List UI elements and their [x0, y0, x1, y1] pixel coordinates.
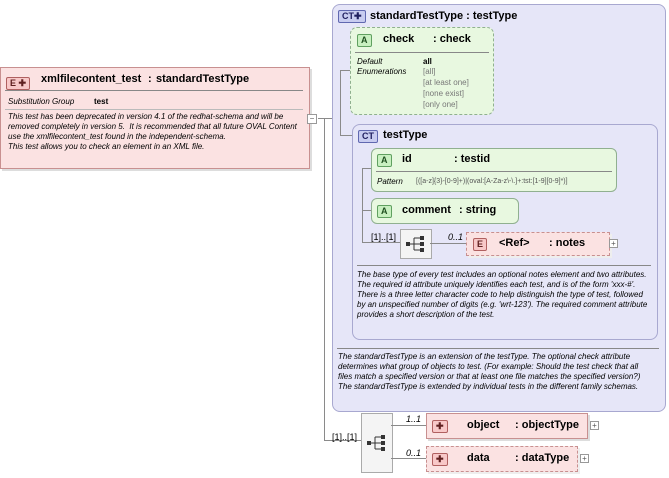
attribute-name: comment	[402, 204, 451, 216]
complex-type-badge-icon: CT	[358, 130, 378, 143]
divider	[376, 171, 612, 172]
expand-icon[interactable]: +	[580, 454, 589, 463]
enum-item: [none exist]	[423, 89, 464, 98]
element-type: : dataType	[515, 452, 570, 464]
element-documentation: This test has been deprecated in version…	[8, 112, 297, 151]
sequence-compositor[interactable]	[400, 229, 432, 259]
expand-icon[interactable]: +	[609, 239, 618, 248]
attribute-badge-icon: A	[357, 34, 372, 47]
sequence-compositor[interactable]	[361, 413, 393, 473]
substitution-value: test	[94, 97, 109, 106]
pattern-value: [([a-z]{3}-[0-9]+)|(oval:[A-Za-z\-\.]+:t…	[416, 178, 568, 185]
attribute-name: id	[402, 153, 412, 165]
element-multiplicity: 0..1	[406, 448, 422, 458]
element-badge-icon: E ✚	[432, 453, 448, 466]
complex-type-badge-icon: CT✚	[338, 10, 366, 23]
element-multiplicity: 0..1	[448, 232, 464, 242]
element-type: : objectType	[515, 419, 579, 431]
connector-main-to-seq-h	[324, 440, 362, 441]
element-type-sep: :	[148, 73, 152, 85]
connector	[340, 70, 350, 71]
attribute-id[interactable]: A id : testid Pattern [([a-z]{3}-[0-9]+)…	[371, 148, 617, 192]
complex-type-documentation: The base type of every test includes an …	[357, 270, 648, 319]
expand-collapse-icon[interactable]: −	[307, 114, 317, 124]
element-badge-icon: E E✚	[6, 77, 31, 90]
attribute-badge-icon: A	[377, 205, 392, 218]
element-name: xmlfilecontent_test	[41, 73, 142, 85]
connector	[391, 425, 405, 426]
connector	[340, 135, 352, 136]
element-data[interactable]: E ✚ data : dataType	[426, 446, 578, 472]
connector	[362, 168, 363, 242]
element-xmlfilecontent-test[interactable]: E E✚ xmlfilecontent_test : standardTestT…	[0, 67, 310, 169]
attribute-type: : testid	[454, 153, 491, 165]
element-type: standardTestType	[156, 73, 250, 85]
attribute-type: : string	[459, 204, 497, 216]
divider	[355, 52, 489, 53]
attribute-check[interactable]: A check : check Default all Enumerations…	[350, 27, 494, 115]
connector	[362, 168, 372, 169]
complex-type-title: standardTestType : testType	[370, 10, 518, 22]
substitution-label: Substitution Group	[8, 97, 75, 106]
connector	[404, 425, 426, 426]
divider	[357, 265, 651, 266]
connector-main-to-seq-v	[324, 118, 325, 440]
connector	[362, 242, 400, 243]
attribute-name: check	[383, 33, 415, 45]
default-value: all	[423, 57, 432, 66]
divider	[337, 348, 659, 349]
element-notes[interactable]: E <Ref> : notes	[466, 232, 610, 256]
connector	[362, 210, 372, 211]
enum-item: [at least one]	[423, 78, 469, 87]
divider	[5, 109, 303, 110]
complex-type-documentation: The standardTestType is an extension of …	[338, 352, 641, 391]
attribute-comment[interactable]: A comment : string	[371, 198, 519, 224]
expand-icon[interactable]: +	[590, 421, 599, 430]
element-type: : notes	[549, 237, 586, 249]
element-object[interactable]: E ✚ object : objectType	[426, 413, 588, 439]
divider	[5, 90, 303, 91]
attribute-badge-icon: A	[377, 154, 392, 167]
enum-item: [all]	[423, 67, 436, 76]
complex-type-title: testType	[383, 129, 428, 141]
sequence-multiplicity: [1]..[1]	[332, 432, 358, 442]
element-multiplicity: 1..1	[406, 414, 422, 424]
connector	[404, 458, 426, 459]
connector	[340, 70, 341, 135]
sequence-icon	[406, 236, 424, 252]
attribute-type: : check	[433, 33, 471, 45]
connector-main-to-type	[318, 118, 332, 119]
pattern-label: Pattern	[377, 177, 403, 186]
element-name: data	[467, 452, 490, 464]
sequence-icon	[367, 435, 385, 451]
sequence-multiplicity: [1]..[1]	[371, 232, 397, 242]
element-name: object	[467, 419, 500, 431]
connector	[391, 458, 405, 459]
enum-item: [only one]	[423, 100, 458, 109]
element-name: <Ref>	[499, 237, 530, 249]
element-header: E E✚	[6, 73, 31, 91]
default-label: Default	[357, 57, 383, 66]
enumerations-label: Enumerations	[357, 67, 407, 76]
connector	[430, 243, 466, 244]
element-badge-icon: E	[473, 238, 488, 251]
element-badge-icon: E ✚	[432, 420, 448, 433]
